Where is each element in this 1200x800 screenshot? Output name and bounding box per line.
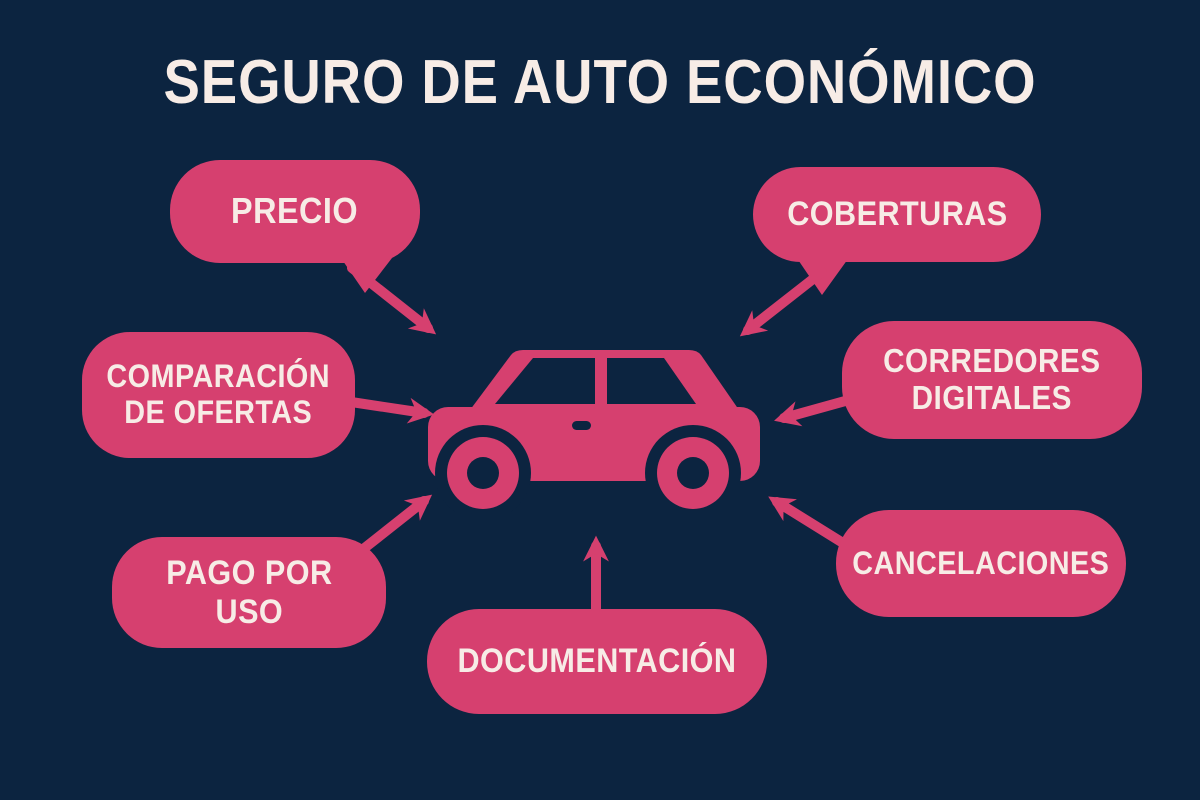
bubble-pago-label: PAGO POR USO [166, 554, 332, 630]
arrow-cancelaciones [768, 496, 848, 548]
bubble-pago-line1: PAGO POR [165, 554, 333, 593]
rear-wheel-hub [677, 457, 709, 489]
front-wheel-hub [467, 457, 499, 489]
bubble-comparacion-de-ofertas: COMPARACIÓN DE OFERTAS [82, 332, 355, 458]
bubble-corredores-label: CORREDORES DIGITALES [883, 342, 1101, 417]
rear-window [607, 358, 696, 404]
arrow-pago [357, 494, 433, 555]
bubble-comparacion-line2: DE OFERTAS [124, 394, 313, 430]
car-icon [428, 350, 760, 512]
bubble-precio: PRECIO [170, 160, 420, 263]
arrow-precio [347, 263, 437, 335]
page-title: SEGURO DE AUTO ECONÓMICO [163, 48, 1037, 117]
front-window [495, 358, 595, 404]
bubble-comparacion-line1: COMPARACIÓN [106, 358, 331, 395]
bubble-precio-label: PRECIO [231, 190, 359, 232]
bubble-corredores-line2: DIGITALES [911, 379, 1073, 416]
bubble-corredores-digitales: CORREDORES DIGITALES [842, 321, 1142, 439]
bubble-corredores-line1: CORREDORES [883, 342, 1101, 380]
arrow-coberturas [739, 267, 827, 337]
bubble-documentacion: DOCUMENTACIÓN [427, 609, 767, 714]
bubble-documentacion-label: DOCUMENTACIÓN [457, 642, 737, 681]
bubble-cancelaciones: CANCELACIONES [836, 510, 1126, 617]
bubble-cancelaciones-label: CANCELACIONES [852, 544, 1110, 581]
bubble-pago-por-uso: PAGO POR USO [112, 537, 386, 648]
bubble-pago-line2: USO [215, 592, 283, 631]
bubble-coberturas: COBERTURAS [753, 167, 1041, 262]
bubble-comparacion-label: COMPARACIÓN DE OFERTAS [106, 358, 331, 431]
door-handle [572, 421, 591, 430]
bubble-coberturas-label: COBERTURAS [786, 195, 1008, 234]
